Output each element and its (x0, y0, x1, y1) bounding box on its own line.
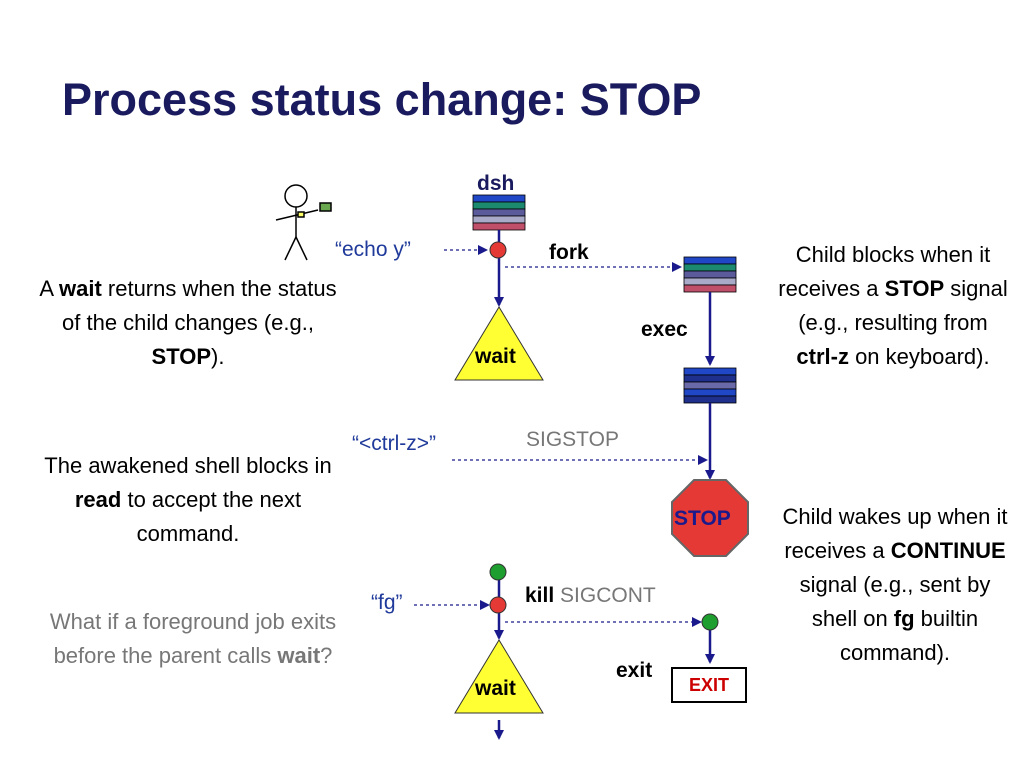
flow-arrows (494, 230, 715, 740)
exec-process-stack (683, 367, 737, 404)
dsh-label: dsh (477, 172, 515, 195)
child-wakes-text: Child wakes up when it receives a CONTIN… (782, 504, 1008, 665)
signal-arrows (414, 245, 708, 627)
fg-red-dot (489, 596, 507, 614)
wait-label-bottom: wait (475, 677, 516, 700)
wait-returns-text: A wait returns when the status of the ch… (39, 276, 337, 369)
foreground-question-text: What if a foreground job exits before th… (49, 609, 337, 668)
exit-label: exit (616, 659, 653, 682)
exec-label: exec (641, 318, 688, 341)
page-title: Process status change: STOP (62, 74, 702, 125)
stop-sign (671, 479, 749, 557)
kill-sigcont-label: kill SIGCONT (525, 584, 656, 608)
wait-label-top: wait (475, 345, 516, 368)
stop-sign-label: STOP (674, 507, 731, 530)
child-blocks-text: Child blocks when it receives a STOP sig… (778, 242, 1008, 369)
fork-label: fork (549, 241, 589, 264)
fork-point-dot (489, 241, 507, 259)
echo-command-label: “echo y” (335, 238, 411, 261)
exit-box: EXIT (671, 667, 747, 703)
fg-command-label: “fg” (371, 591, 403, 614)
child-process-stack (683, 256, 737, 293)
user-figure-icon (275, 184, 332, 261)
shell-read-text: The awakened shell blocks in read to acc… (44, 453, 332, 546)
ctrl-z-label: “<ctrl-z>” (352, 432, 436, 455)
resume-green-dot (489, 563, 507, 581)
child-resume-green-dot (701, 613, 719, 631)
kill-label: kill (525, 584, 555, 607)
sigcont-label: SIGCONT (560, 584, 656, 607)
wait-triangle-bottom (454, 639, 544, 714)
wait-triangle-top (454, 306, 544, 381)
sigstop-label: SIGSTOP (526, 428, 619, 451)
dsh-process-stack (472, 194, 526, 231)
